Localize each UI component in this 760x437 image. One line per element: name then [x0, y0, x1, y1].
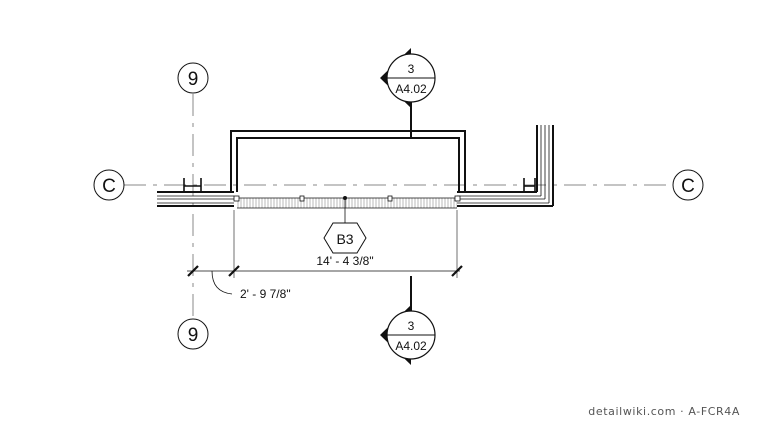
credit-watermark: detailwiki.com · A-FCR4A [588, 405, 740, 418]
section-marker-bottom: 3 A4.02 [380, 276, 436, 365]
column-bracket-left [183, 178, 202, 192]
wall-left [157, 191, 234, 207]
bay-enclosure [230, 130, 466, 192]
opening-width-dimension: 14' - 4 3/8" [316, 254, 373, 268]
grid-bubble-c-right-label: C [681, 176, 695, 197]
offset-from-grid-dimension: 2' - 9 7/8" [240, 287, 291, 301]
grid-bubble-c-left-label: C [102, 176, 116, 197]
column-bracket-right [523, 178, 536, 192]
section-marker-top-sheet: A4.02 [395, 82, 427, 96]
grid-bubble-c-right: C [672, 169, 704, 201]
mullion-3 [387, 195, 393, 202]
section-marker-bottom-sheet: A4.02 [395, 339, 427, 353]
grid-bubble-9-top: 9 [177, 62, 209, 94]
grid-bubble-9-bottom: 9 [177, 318, 209, 350]
section-marker-top-detail: 3 [408, 62, 415, 76]
mullion-4 [454, 195, 461, 202]
wall-right-return [536, 125, 554, 206]
mullion-1 [233, 195, 240, 202]
grid-bubble-9-top-label: 9 [188, 69, 199, 90]
mullion-2 [299, 195, 305, 202]
dimension-string [187, 210, 463, 295]
section-marker-top: 3 A4.02 [380, 48, 436, 138]
door-tag-b3: B3 [323, 222, 367, 254]
storefront-opening [233, 195, 461, 223]
wall-right [457, 191, 553, 207]
grid-bubble-9-bottom-label: 9 [188, 325, 199, 346]
grid-bubble-c-left: C [93, 169, 125, 201]
section-marker-bottom-detail: 3 [408, 319, 415, 333]
door-tag-label: B3 [336, 231, 353, 247]
